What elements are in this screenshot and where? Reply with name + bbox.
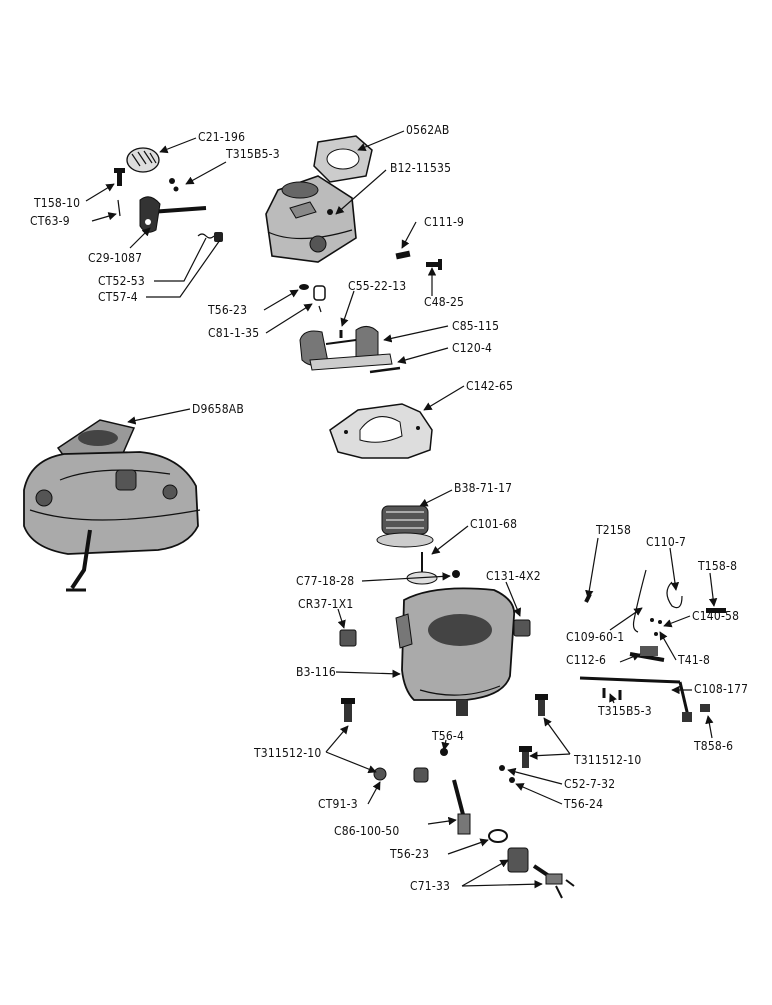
plug-part xyxy=(413,767,429,783)
cork-gasket-part xyxy=(339,629,357,647)
bowl-gasket-part xyxy=(329,403,433,459)
pin-part xyxy=(369,366,401,374)
strainer-part xyxy=(376,505,434,548)
label-c85-115: C85-115 xyxy=(452,319,499,333)
label-t311512-10-right: T311512-10 xyxy=(573,753,641,767)
needle-valve-part xyxy=(406,552,438,585)
label-c48-25: C48-25 xyxy=(424,295,464,309)
disk-part xyxy=(126,147,160,173)
label-t56-24: T56-24 xyxy=(563,797,603,811)
label-t315b5-3: T315B5-3 xyxy=(225,147,280,161)
label-t2158: T2158 xyxy=(595,523,631,537)
label-d9658ab: D9658AB xyxy=(192,402,244,416)
label-c29-1087: C29-1087 xyxy=(88,251,142,265)
label-t315b5-3-lower: T315B5-3 xyxy=(597,704,652,718)
screw-part xyxy=(341,698,355,722)
label-c111-9: C111-9 xyxy=(424,215,464,229)
label-c109-60-1: C109-60-1 xyxy=(566,630,624,644)
float-part xyxy=(299,326,393,371)
label-c101-68: C101-68 xyxy=(470,517,517,531)
assembled-carburetor-part xyxy=(23,419,201,592)
label-c108-177: C108-177 xyxy=(694,682,748,696)
label-c55-22-13: C55-22-13 xyxy=(348,279,406,293)
label-c71-33: C71-33 xyxy=(410,879,450,893)
linkage-part xyxy=(579,569,726,722)
label-t858-6: T858-6 xyxy=(693,739,733,753)
float-bowl-part xyxy=(395,587,516,716)
label-t41-8: T41-8 xyxy=(677,653,710,667)
cork-gasket-part xyxy=(513,619,531,637)
screw-part xyxy=(426,259,442,270)
label-ct52-53: CT52-53 xyxy=(98,274,145,288)
label-c77-18-28: C77-18-28 xyxy=(296,574,354,588)
label-c131-4x2: C131-4X2 xyxy=(486,569,541,583)
label-c21-196: C21-196 xyxy=(198,130,245,144)
screw-part xyxy=(535,694,548,716)
spring-nut-part xyxy=(197,232,223,242)
label-c52-7-32: C52-7-32 xyxy=(564,777,615,791)
main-jet-part xyxy=(507,847,575,899)
label-b38-71-17: B38-71-17 xyxy=(454,481,512,495)
label-ct57-4: CT57-4 xyxy=(98,290,138,304)
flange-gasket-part xyxy=(313,135,373,183)
washer-part xyxy=(499,765,505,771)
label-c140-58: C140-58 xyxy=(692,609,739,623)
screw-part xyxy=(114,168,125,186)
label-ct63-9: CT63-9 xyxy=(30,214,70,228)
label-b3-116: B3-116 xyxy=(296,665,336,679)
label-c81-1-35: C81-1-35 xyxy=(208,326,259,340)
pin-part xyxy=(117,199,121,217)
label-t56-23: T56-23 xyxy=(207,303,247,317)
label-c142-65: C142-65 xyxy=(466,379,513,393)
label-t158-10: T158-10 xyxy=(33,196,80,210)
label-c120-4: C120-4 xyxy=(452,341,492,355)
check-ball-part xyxy=(452,570,460,578)
leader-arrows xyxy=(85,130,718,889)
label-t158-8: T158-8 xyxy=(697,559,737,573)
label-c110-7: C110-7 xyxy=(646,535,686,549)
shaft-part xyxy=(139,196,207,233)
label-t311512-10-left: T311512-10 xyxy=(253,746,321,760)
label-c112-6: C112-6 xyxy=(566,653,606,667)
label-cr37-1x1: CR37-1X1 xyxy=(298,597,353,611)
label-0562ab: 0562AB xyxy=(406,123,449,137)
label-ct91-3: CT91-3 xyxy=(318,797,358,811)
small-screws-part xyxy=(169,178,179,192)
screw-part xyxy=(519,746,532,768)
jet-part xyxy=(452,779,471,835)
plug-part xyxy=(373,767,387,781)
fitting-part xyxy=(313,285,326,313)
label-t56-4: T56-4 xyxy=(431,729,464,743)
throttle-body-part xyxy=(265,175,357,263)
part-labels: C21-196 0562AB T315B5-3 B12-11535 T158-1… xyxy=(30,123,748,893)
washer-part xyxy=(488,829,508,843)
washer-part xyxy=(509,777,515,783)
label-c86-100-50: C86-100-50 xyxy=(334,824,399,838)
label-t56-23-lower: T56-23 xyxy=(389,847,429,861)
label-b12-11535: B12-11535 xyxy=(390,161,451,175)
pin-part xyxy=(395,250,411,260)
washer-part xyxy=(299,284,309,290)
